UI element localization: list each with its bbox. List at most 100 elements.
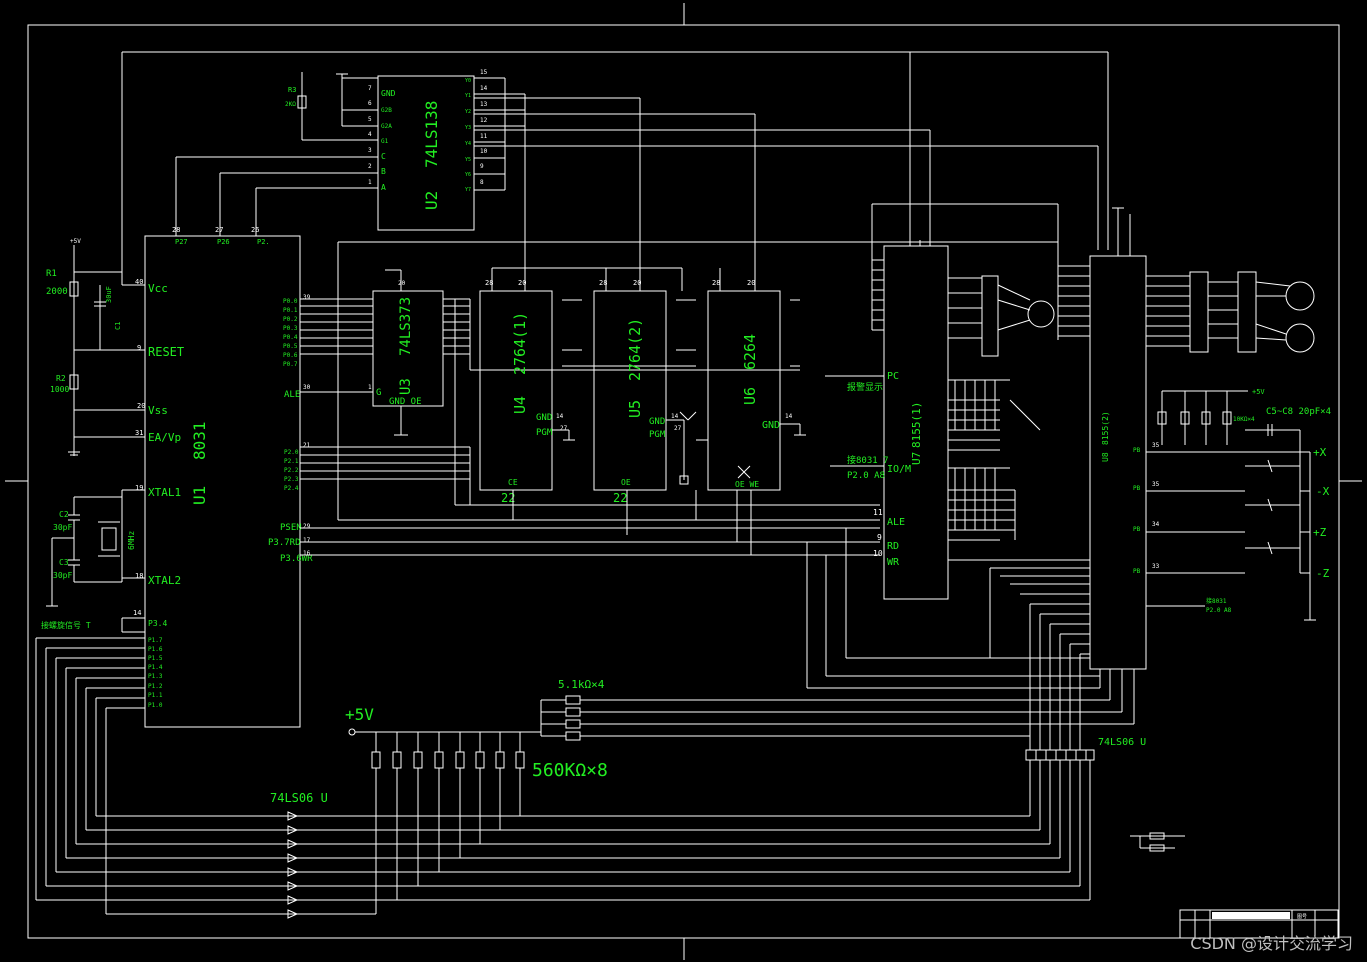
u8-pin-pb1: PB <box>1133 447 1141 454</box>
u1-num-19: 19 <box>135 484 143 492</box>
pullup-bottom-label: 560KΩ×8 <box>532 760 608 781</box>
u2-num-8: 8 <box>480 179 484 186</box>
u1-pin-rd: P3.7RD <box>268 538 301 548</box>
u5-oe: OE <box>621 478 631 487</box>
u2-num-15: 15 <box>480 69 488 76</box>
u6-oewe: OE WE <box>735 480 759 489</box>
u1-pin-p03: P0.3 <box>283 325 298 332</box>
axis-minus-x: -X <box>1316 485 1330 498</box>
pullup-network: 5.1kΩ×4 +5V <box>345 678 1134 914</box>
u1-pin-p2x: P2. <box>257 238 270 246</box>
u1-pin-xtal2: XTAL2 <box>148 574 181 587</box>
u7-num-10: 10 <box>873 549 883 558</box>
axis-plus-x: +X <box>1313 446 1327 459</box>
u1-pin-vcc: Vcc <box>148 282 168 295</box>
u8-pin-pb3: PB <box>1133 526 1141 533</box>
u7-pin-rd: RD <box>887 541 899 552</box>
u7-part: 8155(1) <box>910 402 923 448</box>
u2-num-13: 13 <box>480 101 488 108</box>
u8-pin-pb2: PB <box>1133 485 1141 492</box>
u1-pin-xtal1: XTAL1 <box>148 486 181 499</box>
u3-num-20: 20 <box>398 280 406 287</box>
u1-num-17: 17 <box>303 537 311 544</box>
u1-pin-p00: P0.0 <box>283 298 298 305</box>
u1-pin-p17: P1.7 <box>148 637 163 644</box>
u1-pin-psen: PSEN <box>280 523 302 533</box>
u4-num-27: 27 <box>560 425 568 432</box>
u2-pin-y5: Y5 <box>465 157 471 163</box>
u1-pin-stubs <box>122 225 880 619</box>
u2-wiring: R3 2KΩ <box>121 51 1109 285</box>
u7-ref: U7 <box>910 452 923 465</box>
u7-pin-ale: ALE <box>887 517 905 528</box>
u7-note-8031: 接8031 7 <box>847 454 889 466</box>
u1-pin-p01: P0.1 <box>283 307 298 314</box>
axis-switches: +5V 10KΩ×4 C5~C8 20pF×4 +X -X <box>1146 388 1331 621</box>
u5-num-28: 28 <box>599 279 607 287</box>
u1-pin-p20: P2.0 <box>284 449 299 456</box>
u4-num-28: 28 <box>485 279 493 287</box>
u8-ref: U8 <box>1101 452 1110 462</box>
u2-pin-a: A <box>381 183 386 192</box>
u1-pin-p21: P2.1 <box>284 458 299 465</box>
u1-pin-p27: P27 <box>175 238 188 246</box>
u1-num-27: 27 <box>215 226 223 234</box>
u1-pin-p12: P1.2 <box>148 683 163 690</box>
u8-note-p20: P2.0 A8 <box>1206 607 1232 614</box>
u2-pin-y4: Y4 <box>465 141 471 147</box>
u4-gnd: GND <box>536 413 552 423</box>
u8-num-34: 34 <box>1152 521 1160 528</box>
u1-num-18: 18 <box>135 572 143 580</box>
u1-pin-p15: P1.5 <box>148 655 163 662</box>
u2-num-9: 9 <box>480 163 484 170</box>
r3-ref: R3 <box>288 86 296 94</box>
u2-pin-g2b: G2B <box>381 107 392 114</box>
u1-vcc-label: +5V <box>70 238 81 245</box>
u2-num-6: 6 <box>368 100 372 107</box>
u1-pin-p14: P1.4 <box>148 664 163 671</box>
r1-ref: R1 <box>46 269 57 279</box>
u1-part: 8031 <box>190 421 209 460</box>
u1-pin-p26: P26 <box>217 238 230 246</box>
u8-pin-pb4: PB <box>1133 568 1141 575</box>
small-detail-bottom-right <box>1130 832 1185 852</box>
buffer-u1-label: 74LS06 U <box>270 791 328 805</box>
u2-pin-c: C <box>381 152 386 161</box>
u2-num-10: 10 <box>480 148 488 155</box>
u2-num-12: 12 <box>480 117 488 124</box>
c3-value: 30pF <box>53 571 72 580</box>
u5-pgm: PGM <box>649 430 666 440</box>
c1-value: 30uF <box>105 286 113 303</box>
axis-plus-z: +Z <box>1313 526 1327 539</box>
u3-g: G <box>376 388 381 398</box>
chip-u6-6264: U6 6264 GND OE WE 28 20 14 <box>695 279 806 555</box>
chip-u4-2764-1: U4 2764(1) GND PGM CE 28 20 14 27 22 <box>479 279 575 520</box>
u2-pin-g1: G1 <box>381 138 389 145</box>
chip-u7-8155-1: U7 8155(1) PC ALE RD WR IO/M 11 9 10 接80… <box>825 203 1059 600</box>
u7-num-9: 9 <box>877 533 882 542</box>
u4-num-20: 20 <box>518 279 526 287</box>
title-block-box: 图号 <box>1297 914 1307 920</box>
u1-num-14: 14 <box>133 609 141 617</box>
title-block-title: X-Y精度控制电路图 <box>1212 913 1256 920</box>
r3-value: 2KΩ <box>285 101 296 108</box>
u1-pin-p22: P2.2 <box>284 467 299 474</box>
u5-num-27: 27 <box>674 425 682 432</box>
reset-oscillator-circuit: +5V R1 2000 30uF C1 R2 1000 C2 30pF C3 3… <box>41 238 136 630</box>
u8-note-8031: 接8031 <box>1206 597 1227 605</box>
u5-num-14: 14 <box>671 413 679 420</box>
right-supply-label: +5V <box>1252 388 1265 396</box>
u1-num-31: 31 <box>135 429 143 437</box>
chip-u1-8031: U1 8031 Vcc RESET Vss EA/Vp XTAL1 XTAL2 … <box>133 226 313 728</box>
u1-num-39: 39 <box>303 294 311 301</box>
u1-pin-ale: ALE <box>284 390 300 400</box>
u2-pin-b: B <box>381 167 386 176</box>
r2-value: 1000 <box>50 385 69 394</box>
u5-ref: U5 <box>626 400 644 418</box>
u7-note-alarm: 报警显示 <box>847 381 883 393</box>
u5-part: 2764(2) <box>626 318 644 381</box>
u2-pin-gnd: GND <box>381 89 396 98</box>
u6-num-28: 28 <box>712 279 720 287</box>
csdn-watermark: CSDN @设计交流学习 <box>1190 934 1353 953</box>
u1-num-21: 21 <box>303 442 311 449</box>
